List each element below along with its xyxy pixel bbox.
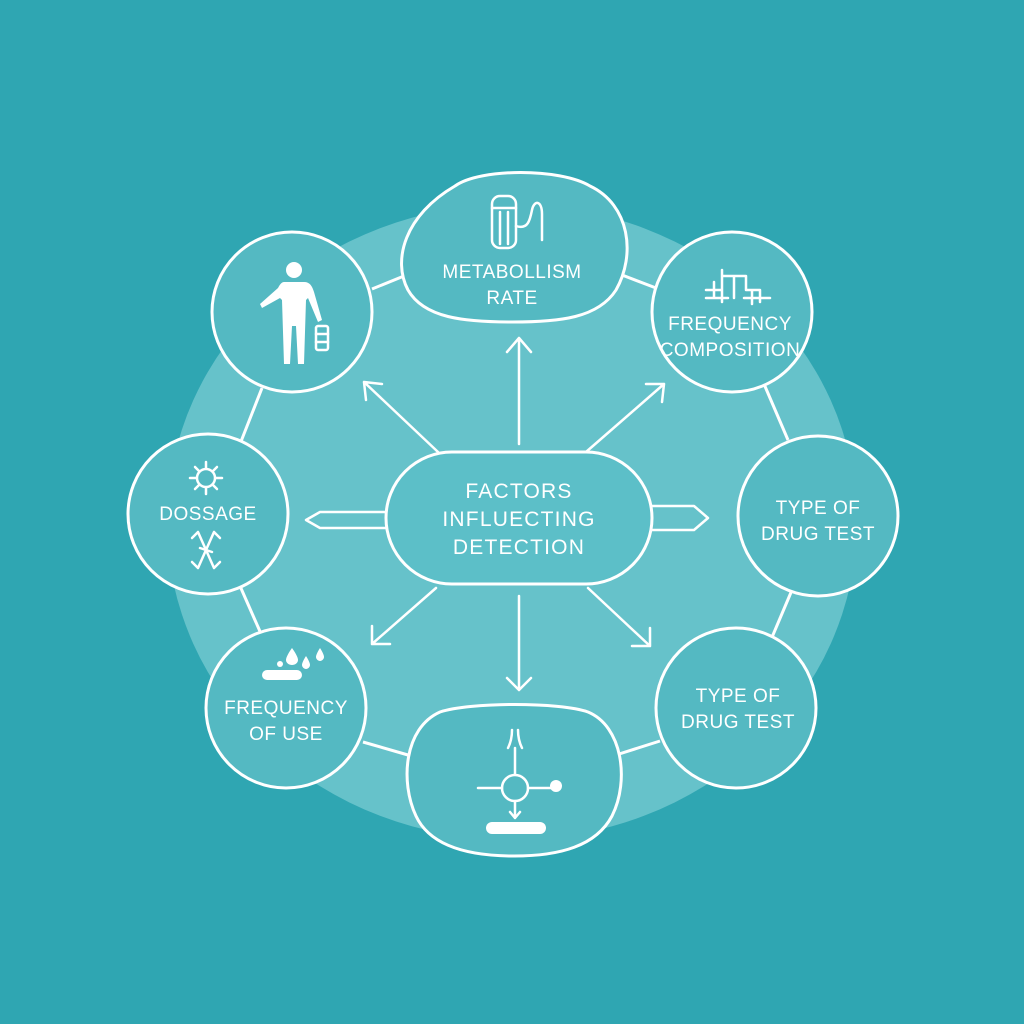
center-line-1: FACTORS: [465, 480, 572, 503]
arrow-right: [636, 504, 710, 532]
bottom-left-line-1: FREQUENCY: [224, 698, 348, 719]
droplets-icon: [262, 648, 324, 680]
top-right-line-2: COMPOSITION: [660, 340, 801, 361]
top-right-line-1: FREQUENCY: [668, 314, 792, 335]
center-arrows: [304, 336, 710, 692]
node-frequency-of-use: FREQUENCY OF USE: [204, 626, 368, 790]
ring-link: [362, 740, 409, 757]
node-dosage: DOSSAGE: [126, 432, 290, 596]
node-bottom-apparatus: [405, 703, 623, 858]
ring-link: [768, 589, 794, 643]
center-line-3: DETECTION: [453, 536, 585, 559]
bottom-right-circle: [654, 626, 818, 790]
ring-link: [238, 585, 264, 637]
center-node: FACTORS INFLUECTING DETECTION: [384, 450, 654, 586]
node-person: [210, 230, 374, 394]
top-line-1: METABOLLISM: [442, 262, 581, 283]
top-blob: [400, 171, 629, 324]
bottom-left-circle: [204, 626, 368, 790]
lab-apparatus-icon: [476, 728, 562, 834]
arrow-down-right: [586, 586, 652, 648]
ring-link: [615, 739, 661, 757]
kidney-icon: [490, 194, 544, 250]
left-circle: [126, 432, 290, 596]
ring-link: [371, 274, 405, 291]
right-line-1: TYPE OF: [776, 498, 861, 519]
arrow-down-left: [370, 586, 438, 646]
ring-link: [762, 383, 790, 441]
arrow-up: [505, 336, 533, 446]
top-right-circle: [650, 230, 814, 394]
arrow-down: [505, 594, 533, 692]
virus-and-neuron-icon: [188, 460, 224, 570]
top-line-2: RATE: [486, 288, 537, 309]
bottom-right-line-1: TYPE OF: [696, 686, 781, 707]
ring-connectors: [238, 273, 794, 757]
bottom-right-line-2: DRUG TEST: [681, 712, 795, 733]
arrow-left: [304, 510, 388, 530]
node-type-of-drug-test-bottom-right: TYPE OF DRUG TEST: [654, 626, 818, 790]
right-circle: [736, 434, 900, 598]
center-line-2: INFLUECTING: [442, 508, 595, 531]
person-with-container-icon: [260, 262, 330, 364]
node-type-of-drug-test-right: TYPE OF DRUG TEST: [736, 434, 900, 598]
center-pill: [384, 450, 654, 586]
arrow-up-right: [584, 382, 666, 454]
arrow-up-left: [362, 380, 440, 454]
bottom-blob: [405, 703, 623, 858]
pipes-icon: [704, 268, 772, 306]
right-line-2: DRUG TEST: [761, 524, 875, 545]
node-frequency-composition: FREQUENCY COMPOSITION: [650, 230, 814, 394]
ring-link: [238, 387, 264, 445]
ring-link: [621, 273, 657, 290]
node-metabolism-rate: METABOLLISM RATE: [400, 171, 629, 324]
left-line-1: DOSSAGE: [159, 504, 256, 525]
bottom-left-line-2: OF USE: [249, 724, 323, 745]
